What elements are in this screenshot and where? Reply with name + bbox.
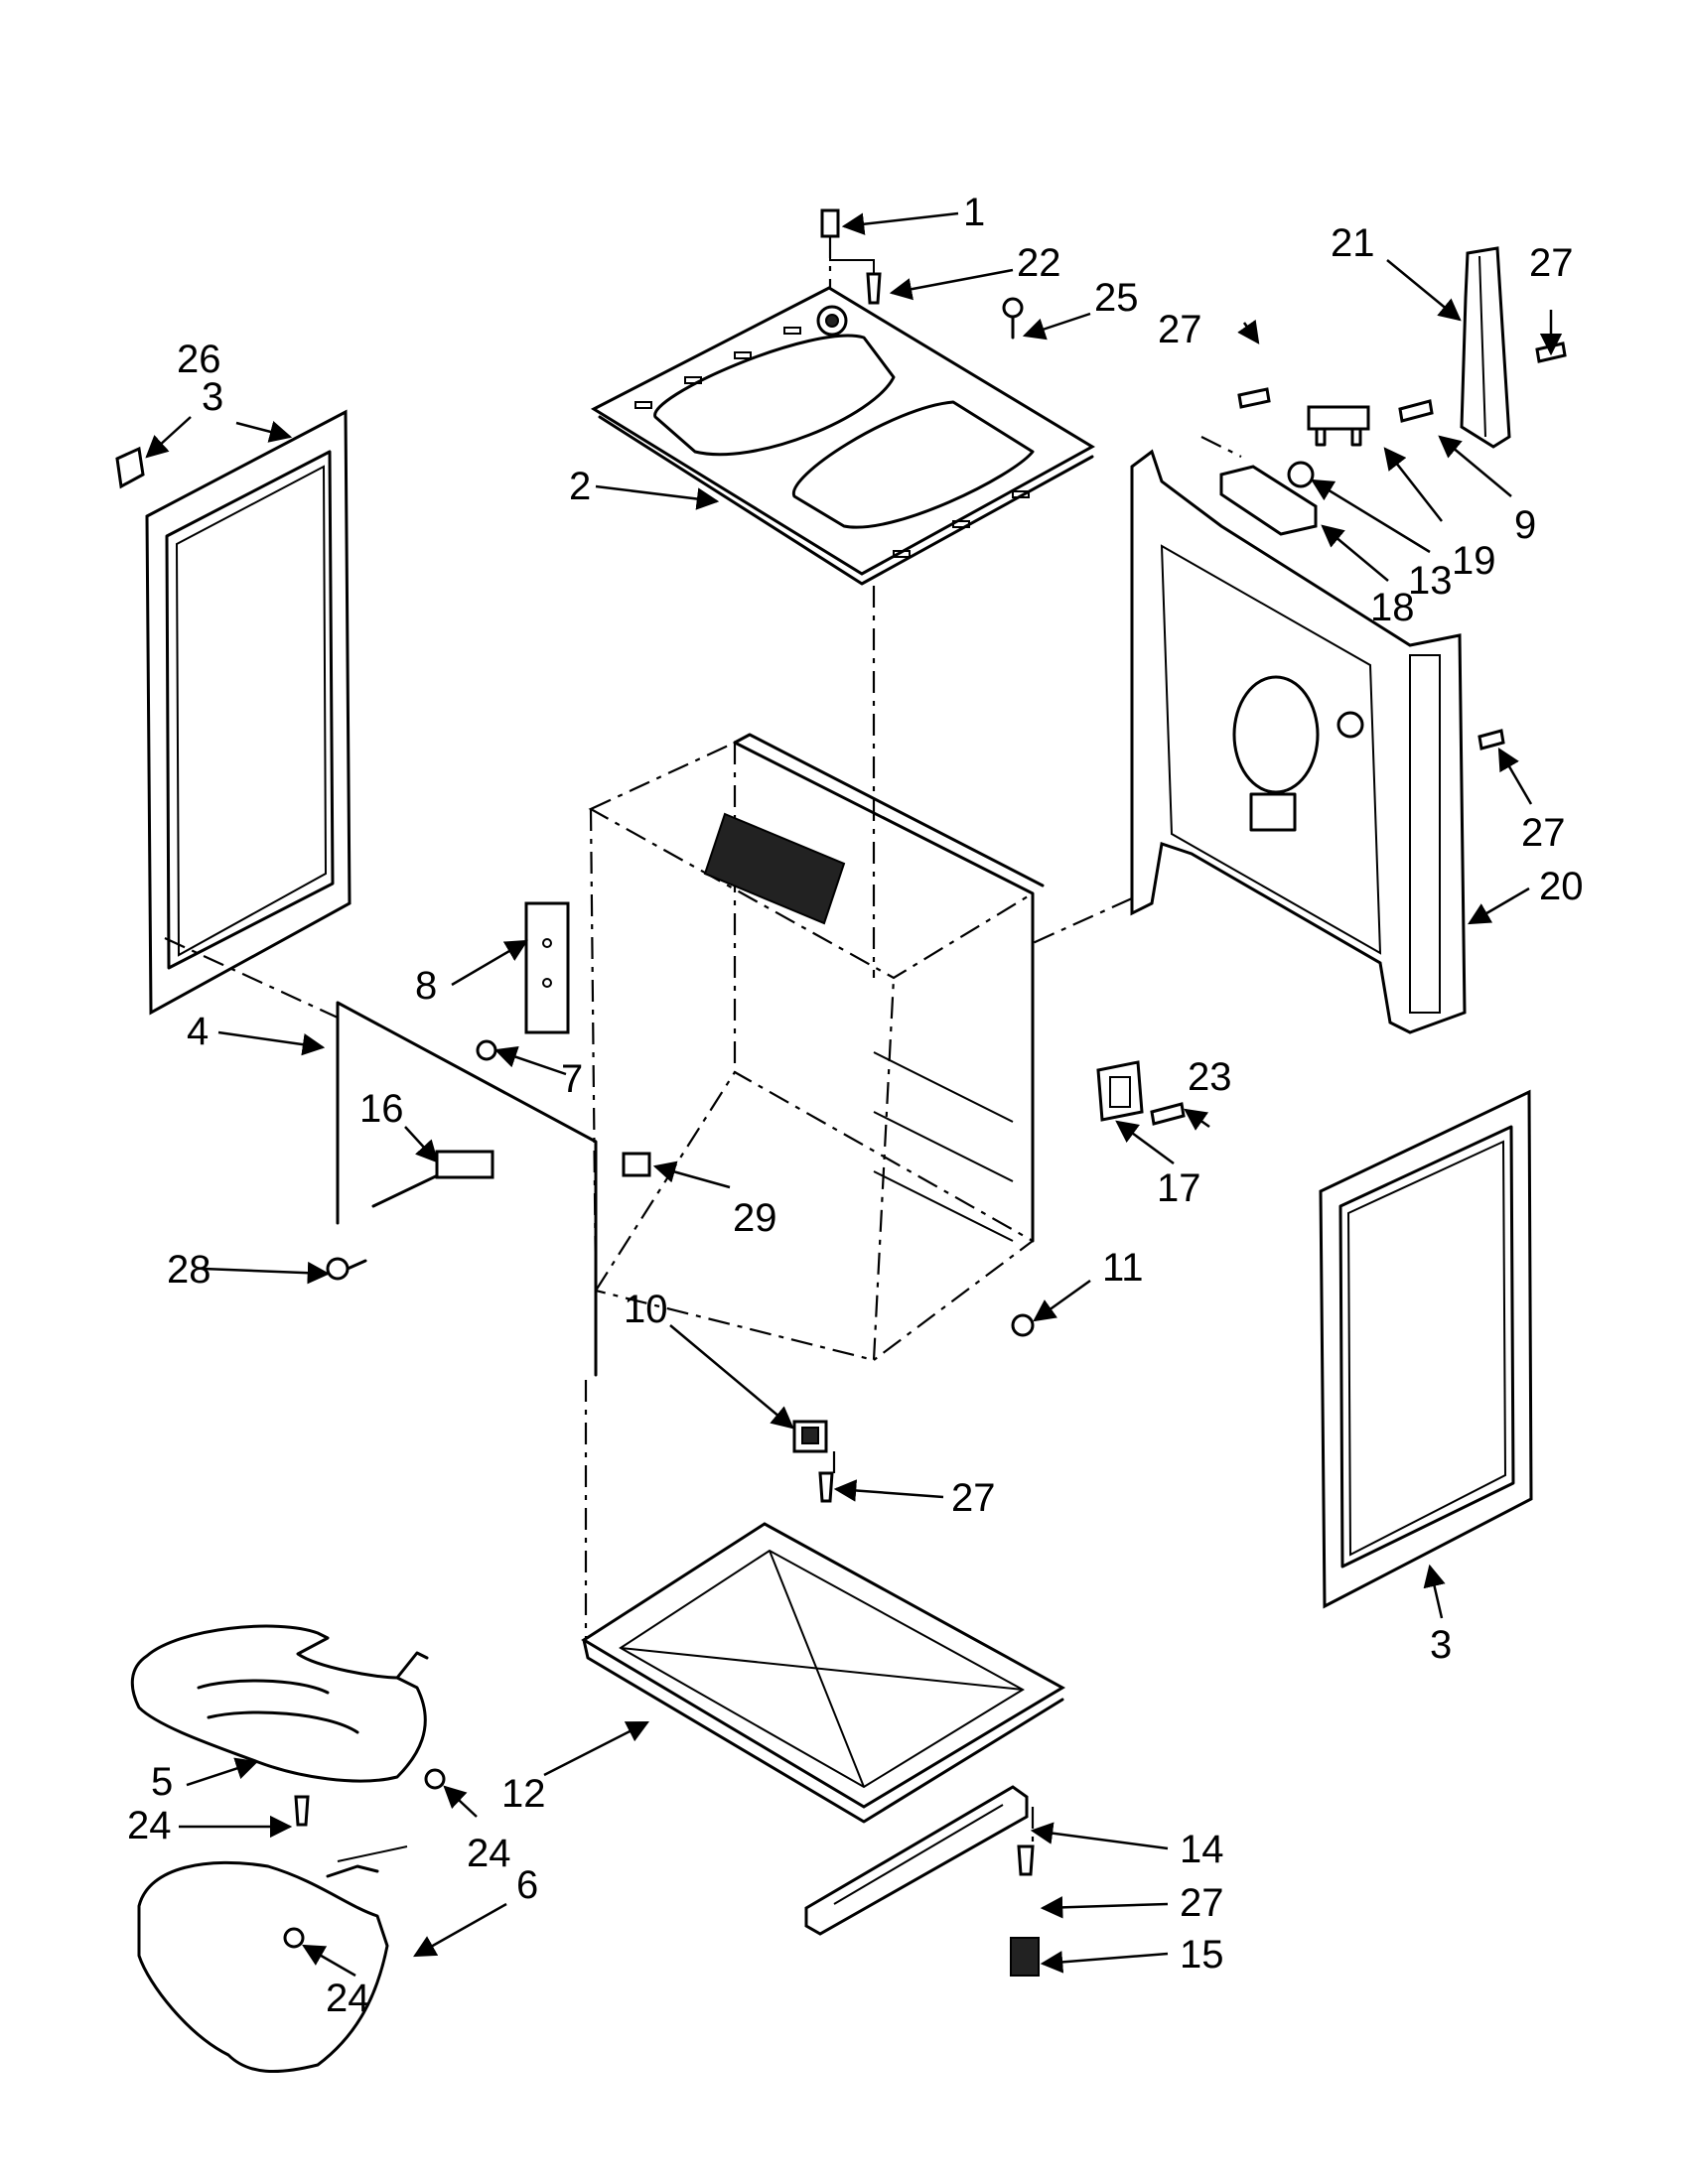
- part-23-screw[interactable]: [1150, 1102, 1186, 1126]
- part-24-screw[interactable]: [283, 1768, 446, 1949]
- callout-5: 5: [151, 1760, 173, 1804]
- part-17-bracket[interactable]: [1096, 1060, 1144, 1122]
- callout-19: 19: [1452, 539, 1496, 583]
- part-6-bake-element[interactable]: [137, 1845, 408, 2074]
- part-3-right-side-panel[interactable]: [1319, 1089, 1533, 1609]
- callout-20: 20: [1539, 865, 1584, 908]
- part-18-bracket[interactable]: [1219, 465, 1318, 536]
- callout-11: 11: [1102, 1246, 1144, 1290]
- callout-16: 16: [359, 1087, 404, 1131]
- part-12-bottom-pan[interactable]: [581, 1522, 1066, 1824]
- callout-26: 26: [177, 338, 221, 381]
- callout-27-b: 27: [1529, 241, 1574, 285]
- callout-25: 25: [1094, 276, 1139, 320]
- callout-10: 10: [624, 1288, 668, 1331]
- callout-13: 13: [1408, 559, 1453, 603]
- callout-9: 9: [1514, 503, 1536, 547]
- alignment-lines: [164, 236, 1242, 1846]
- callout-27-e: 27: [1180, 1881, 1224, 1925]
- part-19-terminal-block[interactable]: [1307, 405, 1370, 447]
- part-4-frame-seal[interactable]: [336, 1001, 598, 1377]
- part-11-screw[interactable]: [1011, 1313, 1035, 1337]
- part-20-rear-panel[interactable]: [1130, 449, 1467, 1034]
- callout-labels: 1 2 3 3 4 5 6 7 8 9 10 11 12 13 14 15 16…: [127, 191, 1584, 2020]
- callout-23: 23: [1188, 1055, 1232, 1099]
- callout-7: 7: [561, 1057, 583, 1101]
- part-2-cooktop-panel[interactable]: [590, 286, 1095, 586]
- part-25-screw[interactable]: [1002, 297, 1024, 340]
- part-15-leveling-leg[interactable]: [1010, 1937, 1040, 1977]
- callout-15: 15: [1180, 1933, 1224, 1977]
- part-8-hinge-receiver[interactable]: [524, 901, 570, 1034]
- part-3-left-side-panel[interactable]: [145, 409, 352, 1016]
- part-7-screw[interactable]: [476, 1039, 497, 1061]
- part-22-screw[interactable]: [866, 272, 882, 305]
- callout-18: 18: [1370, 586, 1415, 629]
- callout-28: 28: [167, 1248, 211, 1292]
- oven-cavity[interactable]: [588, 733, 1045, 1362]
- callout-3-left: 3: [202, 375, 223, 419]
- callout-17: 17: [1157, 1166, 1201, 1210]
- callout-2: 2: [569, 465, 591, 508]
- part-10-switch[interactable]: [792, 1420, 828, 1453]
- callout-21: 21: [1331, 221, 1375, 265]
- part-14-rail[interactable]: [804, 1785, 1029, 1936]
- callout-27-d: 27: [951, 1476, 996, 1520]
- callout-8: 8: [415, 964, 437, 1008]
- leader-arrows: [145, 211, 1563, 1978]
- callout-4: 4: [187, 1010, 209, 1053]
- callout-24-a: 24: [127, 1804, 172, 1847]
- part-29-latch[interactable]: [622, 1152, 651, 1177]
- callout-3-right: 3: [1430, 1623, 1452, 1667]
- callout-27-c: 27: [1521, 811, 1566, 855]
- part-13-nut[interactable]: [1287, 461, 1315, 488]
- callout-24-b: 24: [467, 1832, 511, 1875]
- part-5-broil-element[interactable]: [130, 1624, 429, 1783]
- callout-1: 1: [963, 191, 985, 234]
- callout-14: 14: [1180, 1828, 1224, 1871]
- callout-6: 6: [516, 1863, 538, 1907]
- part-21-bracket[interactable]: [1460, 246, 1511, 449]
- callout-29: 29: [733, 1196, 777, 1240]
- callout-12: 12: [501, 1772, 546, 1816]
- callout-24-c: 24: [326, 1977, 370, 2020]
- callout-27-a: 27: [1158, 308, 1202, 351]
- callout-22: 22: [1017, 241, 1061, 285]
- part-28-screw[interactable]: [326, 1257, 367, 1281]
- part-16-sensor[interactable]: [371, 1150, 494, 1208]
- part-26-clip[interactable]: [115, 446, 145, 489]
